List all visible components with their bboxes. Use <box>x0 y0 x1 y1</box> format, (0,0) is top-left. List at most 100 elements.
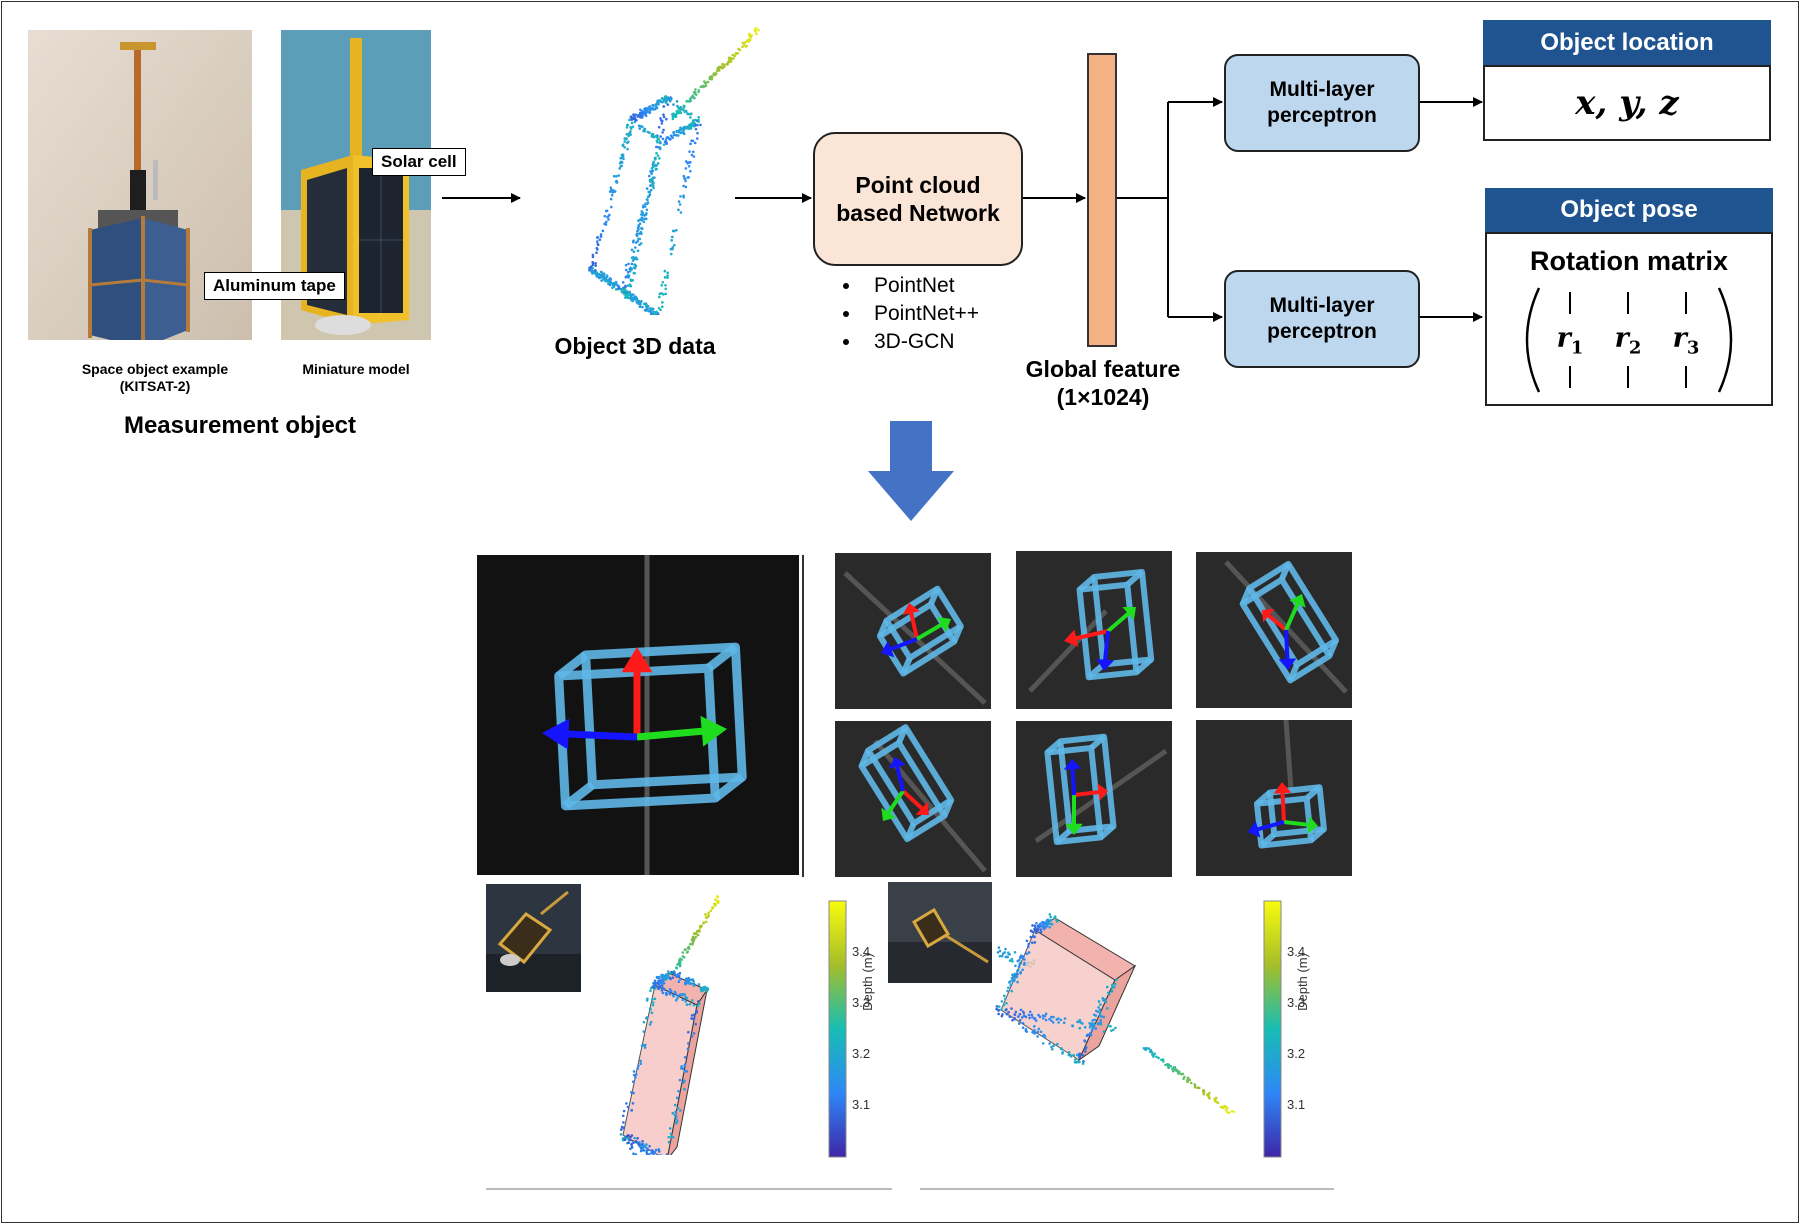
point <box>681 992 684 996</box>
axis-arrowhead <box>888 757 906 769</box>
global-feature-bar <box>1087 53 1117 347</box>
point <box>1017 1022 1021 1025</box>
point <box>659 135 662 138</box>
point <box>635 118 638 122</box>
point <box>674 1110 677 1114</box>
point <box>663 269 667 273</box>
point <box>681 998 685 1002</box>
point <box>694 1022 698 1026</box>
point <box>1089 1022 1092 1026</box>
point <box>664 283 667 287</box>
point <box>1037 925 1041 929</box>
point <box>995 1005 999 1008</box>
point <box>657 125 661 129</box>
point <box>1011 973 1014 977</box>
point <box>692 155 696 158</box>
point <box>639 108 642 112</box>
point <box>1014 1010 1018 1014</box>
point <box>696 131 699 135</box>
axis-arrowhead <box>1097 783 1108 801</box>
point <box>1087 1033 1090 1037</box>
axis-arrow <box>1102 630 1110 664</box>
point <box>684 185 688 189</box>
point <box>671 976 675 979</box>
point <box>718 66 722 69</box>
point <box>662 105 666 108</box>
point <box>677 130 681 134</box>
point <box>716 899 720 903</box>
point <box>1104 1000 1108 1004</box>
point <box>1050 923 1054 926</box>
point <box>675 1114 678 1118</box>
point <box>709 909 713 913</box>
point <box>1049 915 1052 919</box>
point <box>644 114 648 118</box>
point <box>662 113 665 117</box>
point <box>662 979 665 982</box>
point <box>662 293 665 296</box>
point <box>693 141 697 145</box>
point <box>1099 1023 1103 1026</box>
estimated-box <box>1000 917 1137 1062</box>
point <box>654 156 657 160</box>
point <box>631 293 635 296</box>
point <box>1031 935 1035 938</box>
point <box>683 1079 686 1083</box>
pose-result-thumbnail <box>835 721 991 877</box>
bounding-box <box>1076 568 1155 681</box>
point <box>1032 1025 1036 1028</box>
point <box>653 997 657 1001</box>
point <box>716 66 720 70</box>
point <box>699 123 702 127</box>
point <box>652 104 655 107</box>
point <box>664 973 668 977</box>
point <box>1028 1016 1031 1020</box>
point <box>1024 1027 1028 1031</box>
point <box>666 276 669 279</box>
point <box>599 235 603 238</box>
axis-arrow <box>885 789 905 817</box>
point <box>1097 1006 1100 1009</box>
point <box>602 278 606 281</box>
point <box>641 1140 644 1143</box>
point <box>627 140 630 144</box>
point <box>1008 953 1011 956</box>
point <box>679 961 682 964</box>
point <box>629 278 633 282</box>
point <box>645 999 649 1002</box>
depth-colorbar <box>828 900 847 1158</box>
point <box>707 913 710 917</box>
point <box>665 141 668 144</box>
point <box>625 132 629 136</box>
point <box>663 988 667 991</box>
point <box>1048 919 1052 923</box>
point <box>1091 1027 1095 1030</box>
axis-arrowhead <box>1307 816 1318 834</box>
point <box>636 249 640 253</box>
point <box>1213 1097 1217 1101</box>
point <box>674 998 678 1002</box>
point <box>1002 1003 1006 1007</box>
point <box>663 95 667 98</box>
point <box>677 974 681 978</box>
point <box>672 133 676 137</box>
point <box>1038 1015 1042 1019</box>
point <box>1097 1000 1101 1003</box>
point <box>1050 1019 1053 1022</box>
point <box>636 1136 639 1140</box>
point <box>702 80 706 83</box>
point <box>683 1087 686 1091</box>
axis-arrowhead <box>1278 658 1297 670</box>
point <box>697 983 701 986</box>
point <box>1079 1021 1083 1024</box>
point <box>1001 952 1005 956</box>
point <box>753 29 757 32</box>
point <box>651 180 655 184</box>
point <box>668 137 671 141</box>
point <box>685 125 689 129</box>
point <box>676 996 679 1000</box>
point <box>689 142 692 146</box>
point <box>636 230 639 233</box>
depth-colorbar <box>1263 900 1282 1158</box>
point <box>643 1043 647 1047</box>
